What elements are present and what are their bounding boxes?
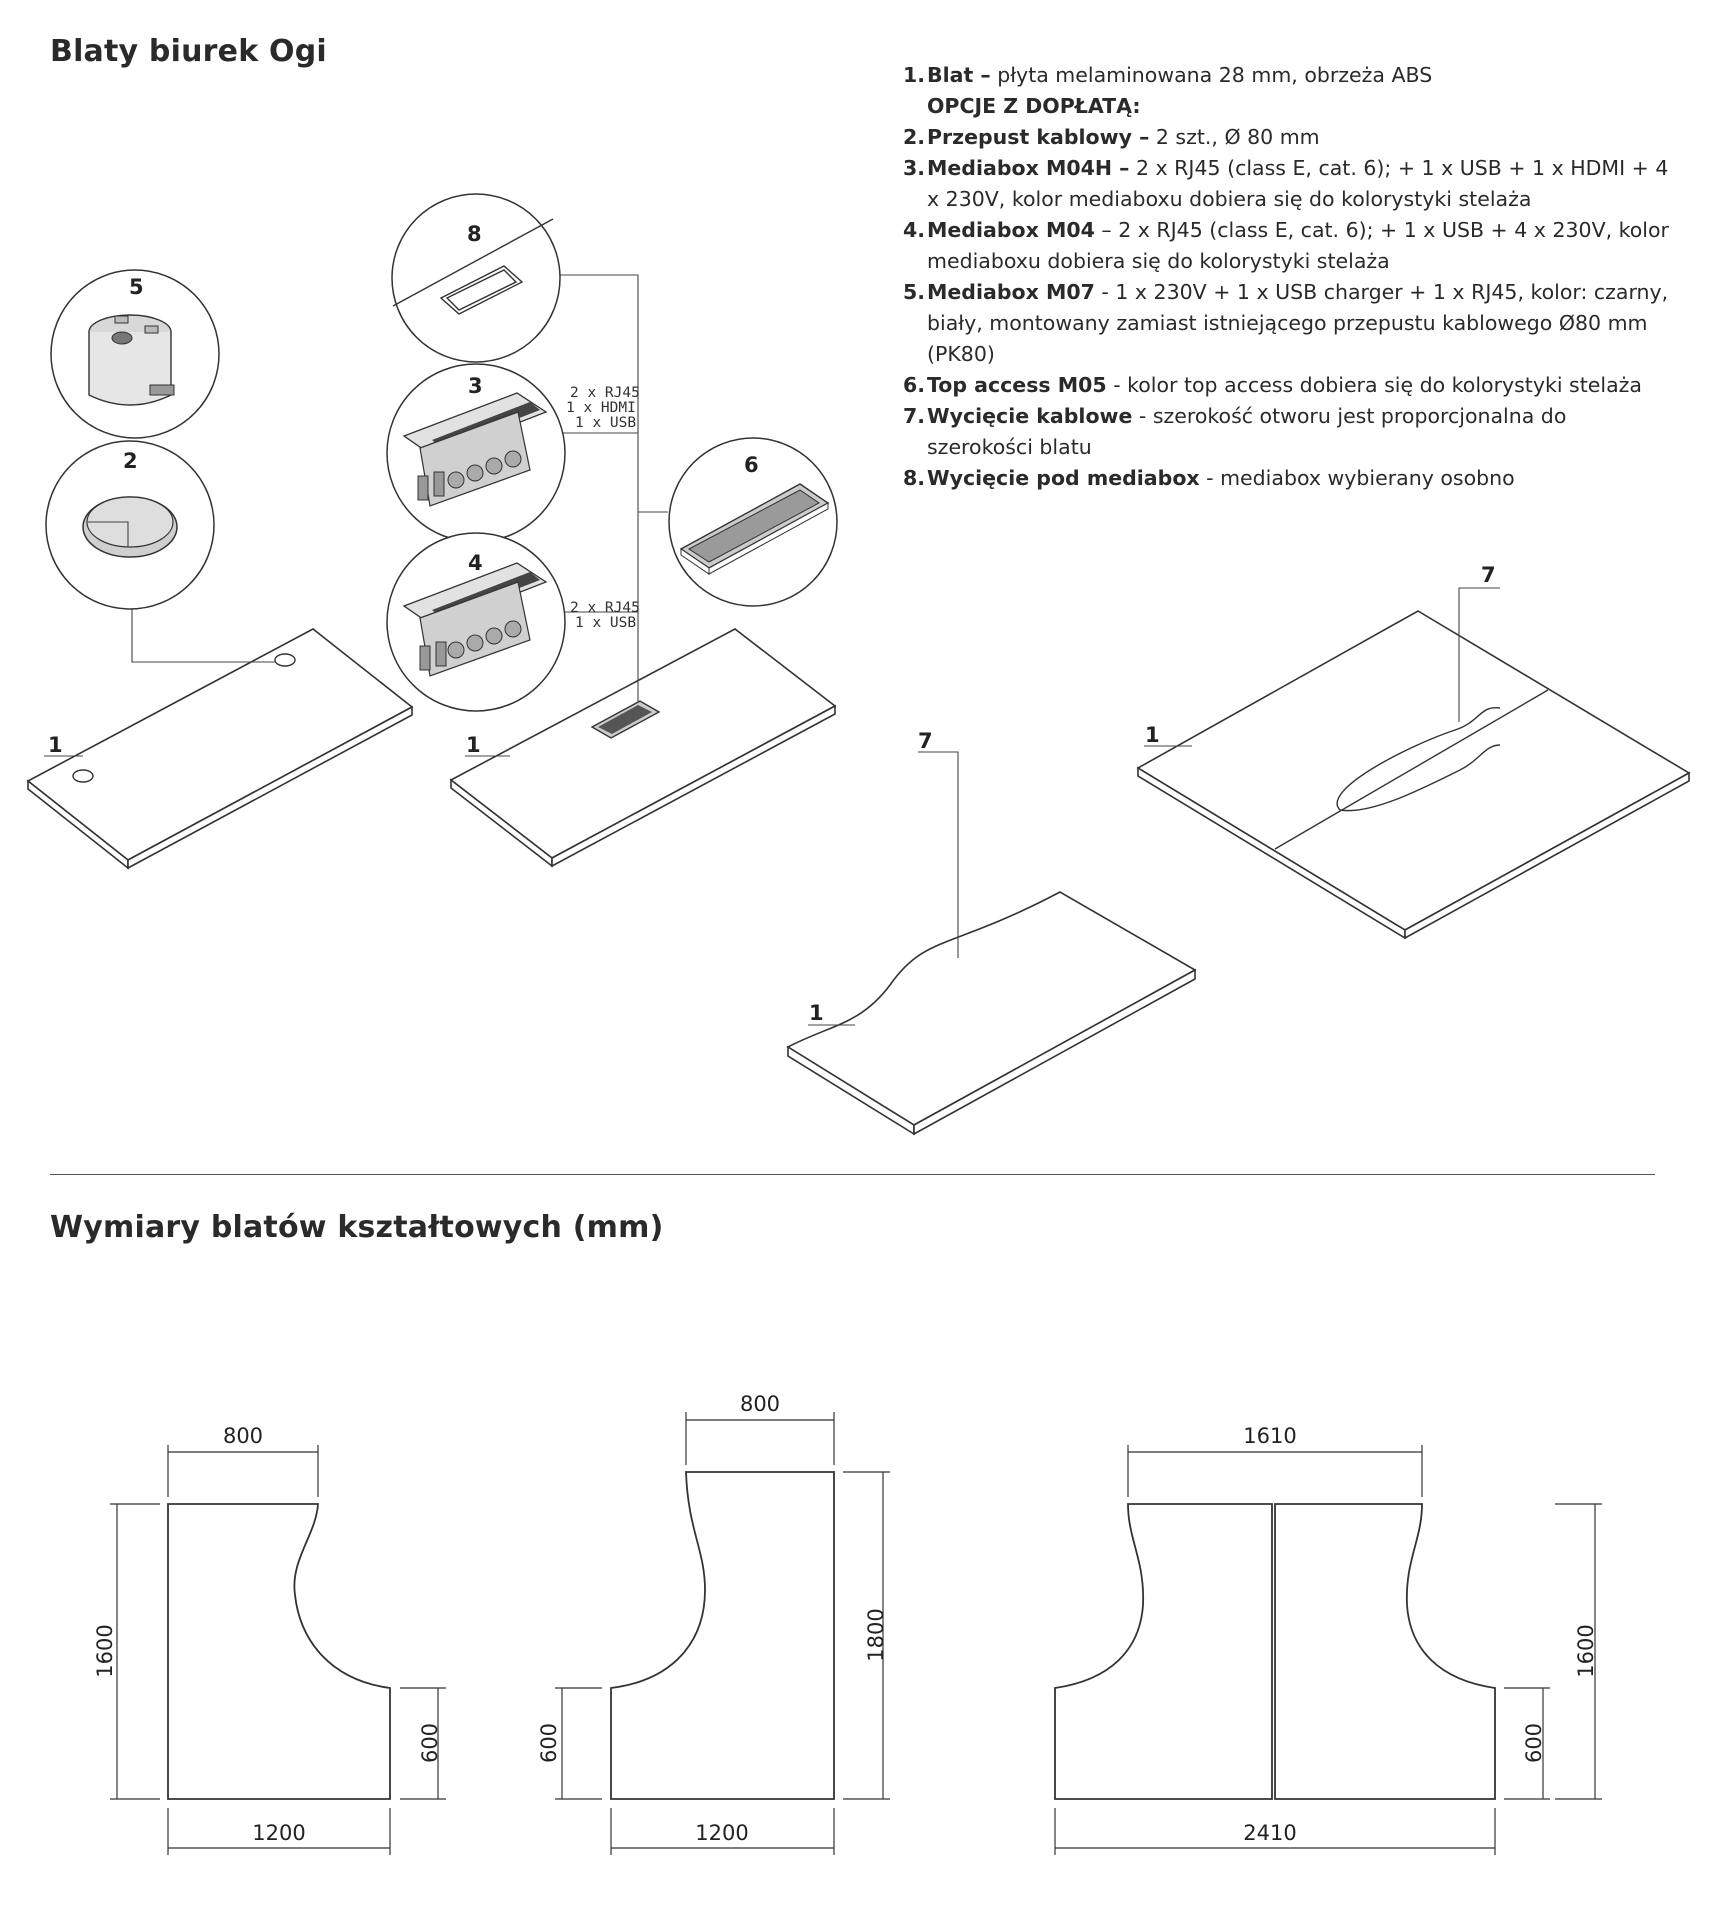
callout-circle-6 bbox=[668, 437, 838, 607]
callout-label-6: 6 bbox=[744, 453, 759, 477]
spec-number: 5. bbox=[903, 280, 926, 304]
shape-1: 800 1600 600 1200 bbox=[93, 1424, 446, 1855]
dim-bottom-width: 1200 bbox=[252, 1821, 305, 1845]
callout-circle-5 bbox=[50, 269, 220, 439]
spec-text: – 2 x RJ45 (class E, cat. 6); + 1 x USB … bbox=[927, 218, 1669, 273]
connector-label: 1 x USB bbox=[575, 415, 636, 431]
callout-label-4: 4 bbox=[468, 551, 483, 575]
callout-circle-2 bbox=[45, 440, 215, 610]
spec-item-m04: 4. Mediabox M04 – 2 x RJ45 (class E, cat… bbox=[903, 215, 1673, 277]
dim-bottom-width: 2410 bbox=[1243, 1821, 1296, 1845]
desk-top-d bbox=[1136, 610, 1691, 940]
connector-label: 1 x USB bbox=[575, 615, 636, 631]
spec-number: 6. bbox=[903, 373, 926, 397]
dim-bottom-width: 1200 bbox=[695, 1821, 748, 1845]
dim-top-width: 800 bbox=[740, 1392, 780, 1416]
desk-top-c bbox=[786, 891, 1197, 1136]
dim-small-height: 600 bbox=[1522, 1723, 1546, 1763]
spec-text: - kolor top access dobiera się do kolory… bbox=[1113, 373, 1642, 397]
spec-name: Wycięcie kablowe bbox=[927, 404, 1133, 428]
shape-3: 1610 1600 600 2410 bbox=[1054, 1424, 1602, 1855]
callout-label-8: 8 bbox=[467, 222, 482, 246]
spec-name: Mediabox M04H – bbox=[927, 156, 1130, 180]
section-divider bbox=[50, 1174, 1655, 1175]
page-title: Blaty biurek Ogi bbox=[50, 34, 327, 69]
dim-height: 1600 bbox=[93, 1624, 117, 1677]
spec-number: 2. bbox=[903, 125, 926, 149]
dim-top-width: 1610 bbox=[1243, 1424, 1296, 1448]
callout-circle-3 bbox=[386, 363, 566, 543]
spec-name: Top access M05 bbox=[927, 373, 1107, 397]
desk-top-a bbox=[26, 595, 414, 870]
spec-text: 2 szt., Ø 80 mm bbox=[1155, 125, 1320, 149]
connector-label: 2 x RJ45 bbox=[570, 385, 640, 401]
callout-label-1: 1 bbox=[48, 733, 63, 757]
spec-item-wyciecie-kablowe: 7. Wycięcie kablowe - szerokość otworu j… bbox=[903, 401, 1673, 463]
callout-circle-4 bbox=[386, 532, 566, 712]
spec-number: 4. bbox=[903, 218, 926, 242]
shape-2: 800 1800 600 1200 bbox=[537, 1392, 890, 1855]
desk-top-b bbox=[449, 274, 837, 868]
dim-small-height: 600 bbox=[537, 1723, 561, 1763]
leader-7b bbox=[1458, 587, 1500, 722]
spec-item-m05: 6. Top access M05 - kolor top access dob… bbox=[903, 370, 1673, 401]
leader-7a bbox=[918, 751, 959, 958]
callout-label-1: 1 bbox=[809, 1001, 824, 1025]
spec-number: 7. bbox=[903, 404, 926, 428]
spec-item-m04h: 3. Mediabox M04H – 2 x RJ45 (class E, ca… bbox=[903, 153, 1673, 215]
callout-label-1: 1 bbox=[1145, 723, 1160, 747]
callout-label-3: 3 bbox=[468, 374, 483, 398]
spec-item-przepust: 2. Przepust kablowy – 2 szt., Ø 80 mm bbox=[903, 122, 1673, 153]
callout-circle-8 bbox=[391, 193, 561, 363]
spec-name: Mediabox M04 bbox=[927, 218, 1095, 242]
spec-number: 1. bbox=[903, 63, 926, 87]
spec-item-wyciecie-mediabox: 8. Wycięcie pod mediabox - mediabox wybi… bbox=[903, 463, 1673, 494]
spec-number: 8. bbox=[903, 466, 926, 490]
spec-item-blat: 1. Blat – płyta melaminowana 28 mm, obrz… bbox=[903, 60, 1673, 91]
dim-small-height: 600 bbox=[418, 1723, 442, 1763]
spec-text: - szerokość otworu jest proporcjonalna d… bbox=[927, 404, 1567, 459]
callout-label-2: 2 bbox=[123, 449, 138, 473]
spec-text: płyta melaminowana 28 mm, obrzeża ABS bbox=[997, 63, 1433, 87]
callout-label-7: 7 bbox=[918, 729, 933, 753]
connector-label: 1 x HDMI bbox=[566, 400, 636, 416]
spec-text: 2 x RJ45 (class E, cat. 6); + 1 x USB + … bbox=[927, 156, 1669, 211]
spec-name: Blat – bbox=[927, 63, 991, 87]
spec-item-m07: 5. Mediabox M07 - 1 x 230V + 1 x USB cha… bbox=[903, 277, 1673, 370]
dim-top-width: 800 bbox=[223, 1424, 263, 1448]
callout-label-5: 5 bbox=[129, 275, 144, 299]
dimensions-title: Wymiary blatów kształtowych (mm) bbox=[50, 1210, 664, 1245]
dim-height: 1800 bbox=[864, 1608, 888, 1661]
spec-list: 1. Blat – płyta melaminowana 28 mm, obrz… bbox=[903, 60, 1673, 494]
options-heading: OPCJE Z DOPŁATĄ: bbox=[927, 94, 1141, 118]
spec-number: 3. bbox=[903, 156, 926, 180]
spec-text: - 1 x 230V + 1 x USB charger + 1 x RJ45,… bbox=[927, 280, 1669, 366]
connector-label: 2 x RJ45 bbox=[570, 600, 640, 616]
callout-label-1: 1 bbox=[466, 733, 481, 757]
dim-height: 1600 bbox=[1574, 1624, 1598, 1677]
callout-label-7: 7 bbox=[1481, 563, 1496, 587]
spec-name: Mediabox M07 bbox=[927, 280, 1095, 304]
spec-name: Wycięcie pod mediabox bbox=[927, 466, 1200, 490]
spec-name: Przepust kablowy – bbox=[927, 125, 1150, 149]
spec-text: - mediabox wybierany osobno bbox=[1206, 466, 1515, 490]
